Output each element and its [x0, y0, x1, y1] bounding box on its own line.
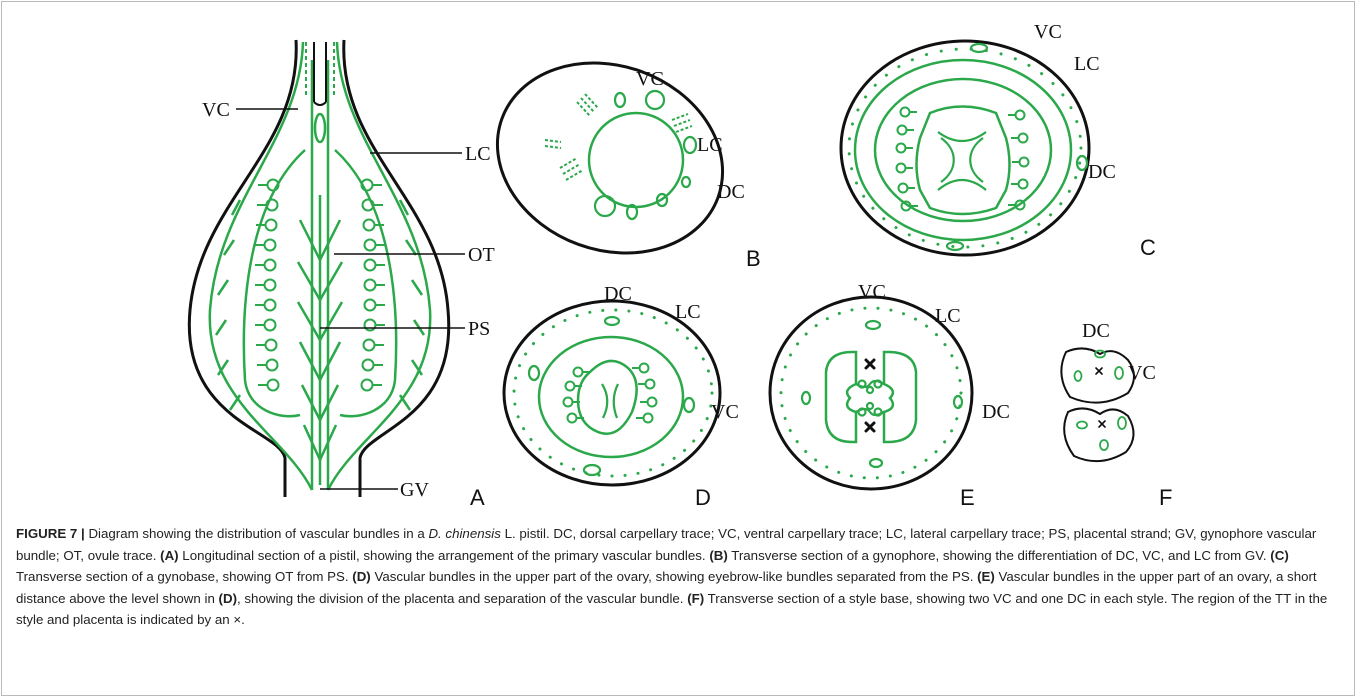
caption-ref-a: (A): [160, 548, 178, 563]
panel-letter-e: E: [960, 485, 975, 510]
panel-c-label-lc: LC: [1074, 53, 1100, 75]
caption-text: Diagram showing the distribution of vasc…: [85, 526, 429, 541]
panel-letter-f: F: [1159, 485, 1172, 510]
caption-ref-f: (F): [687, 591, 704, 606]
figure-caption: FIGURE 7 | Diagram showing the distribut…: [16, 523, 1342, 631]
caption-ref-d: (D): [219, 591, 237, 606]
caption-ref-e: (E): [977, 569, 995, 584]
caption-text: Longitudinal section of a pistil, showin…: [179, 548, 710, 563]
panel-a-label-lc: LC: [465, 143, 491, 165]
panel-f-label-dc: DC: [1082, 320, 1110, 342]
panel-letter-d: D: [695, 485, 711, 510]
panel-f-label-vc: VC: [1128, 362, 1156, 384]
panel-b-central-bundle: [589, 113, 683, 207]
panel-d-label-lc: LC: [675, 301, 701, 323]
panel-e-upper-ovary-section: VC LC DC E: [770, 281, 1010, 510]
panel-letter-a: A: [470, 485, 485, 510]
caption-text: Transverse section of a gynobase, showin…: [16, 569, 352, 584]
panel-letter-b: B: [746, 246, 761, 271]
panel-d-label-dc: DC: [604, 283, 632, 305]
panel-b-label-dc: DC: [717, 181, 745, 203]
caption-text: Transverse section of a gynophore, showi…: [728, 548, 1271, 563]
panel-d-label-vc: VC: [711, 401, 739, 423]
panel-a-central-oval: [315, 114, 325, 142]
caption-figure-label: FIGURE 7 |: [16, 526, 85, 541]
panel-a-label-ps: PS: [468, 318, 490, 340]
panel-c-label-vc: VC: [1034, 21, 1062, 43]
panel-b-label-vc: VC: [636, 68, 664, 90]
panel-a-pistil-outline-right: [344, 40, 449, 497]
caption-species: D. chinensis: [428, 526, 500, 541]
panel-d-upper-ovary-section: DC LC VC D: [504, 283, 739, 510]
panel-a-label-ot: OT: [468, 244, 495, 266]
panel-e-label-vc: VC: [858, 281, 886, 303]
panel-f-style-base-section: DC VC F: [1061, 320, 1172, 510]
panel-c-placenta: [917, 107, 1010, 215]
panel-a-label-gv: GV: [400, 479, 429, 501]
panel-letter-c: C: [1140, 235, 1156, 260]
panel-e-label-dc: DC: [982, 401, 1010, 423]
caption-ref-b: (B): [709, 548, 727, 563]
panel-e-right-locule: [884, 352, 916, 442]
panel-c-label-dc: DC: [1088, 161, 1116, 183]
panel-c-gynobase-section: VC LC DC C: [841, 21, 1156, 260]
caption-text: , showing the division of the placenta a…: [237, 591, 687, 606]
panel-b-gynophore-section: VC LC DC B: [470, 32, 760, 284]
panel-a-label-vc: VC: [202, 99, 230, 121]
panel-e-label-lc: LC: [935, 305, 961, 327]
panel-e-left-locule: [826, 352, 856, 442]
figure-diagram: VC LC OT PS GV A: [0, 0, 1358, 520]
caption-ref-c: (C): [1270, 548, 1288, 563]
panel-b-outline: [470, 32, 749, 284]
caption-text: Vascular bundles in the upper part of th…: [371, 569, 977, 584]
panel-a-longitudinal-section: VC LC OT PS GV A: [189, 40, 494, 510]
panel-b-label-lc: LC: [697, 134, 723, 156]
caption-ref-d: (D): [352, 569, 370, 584]
